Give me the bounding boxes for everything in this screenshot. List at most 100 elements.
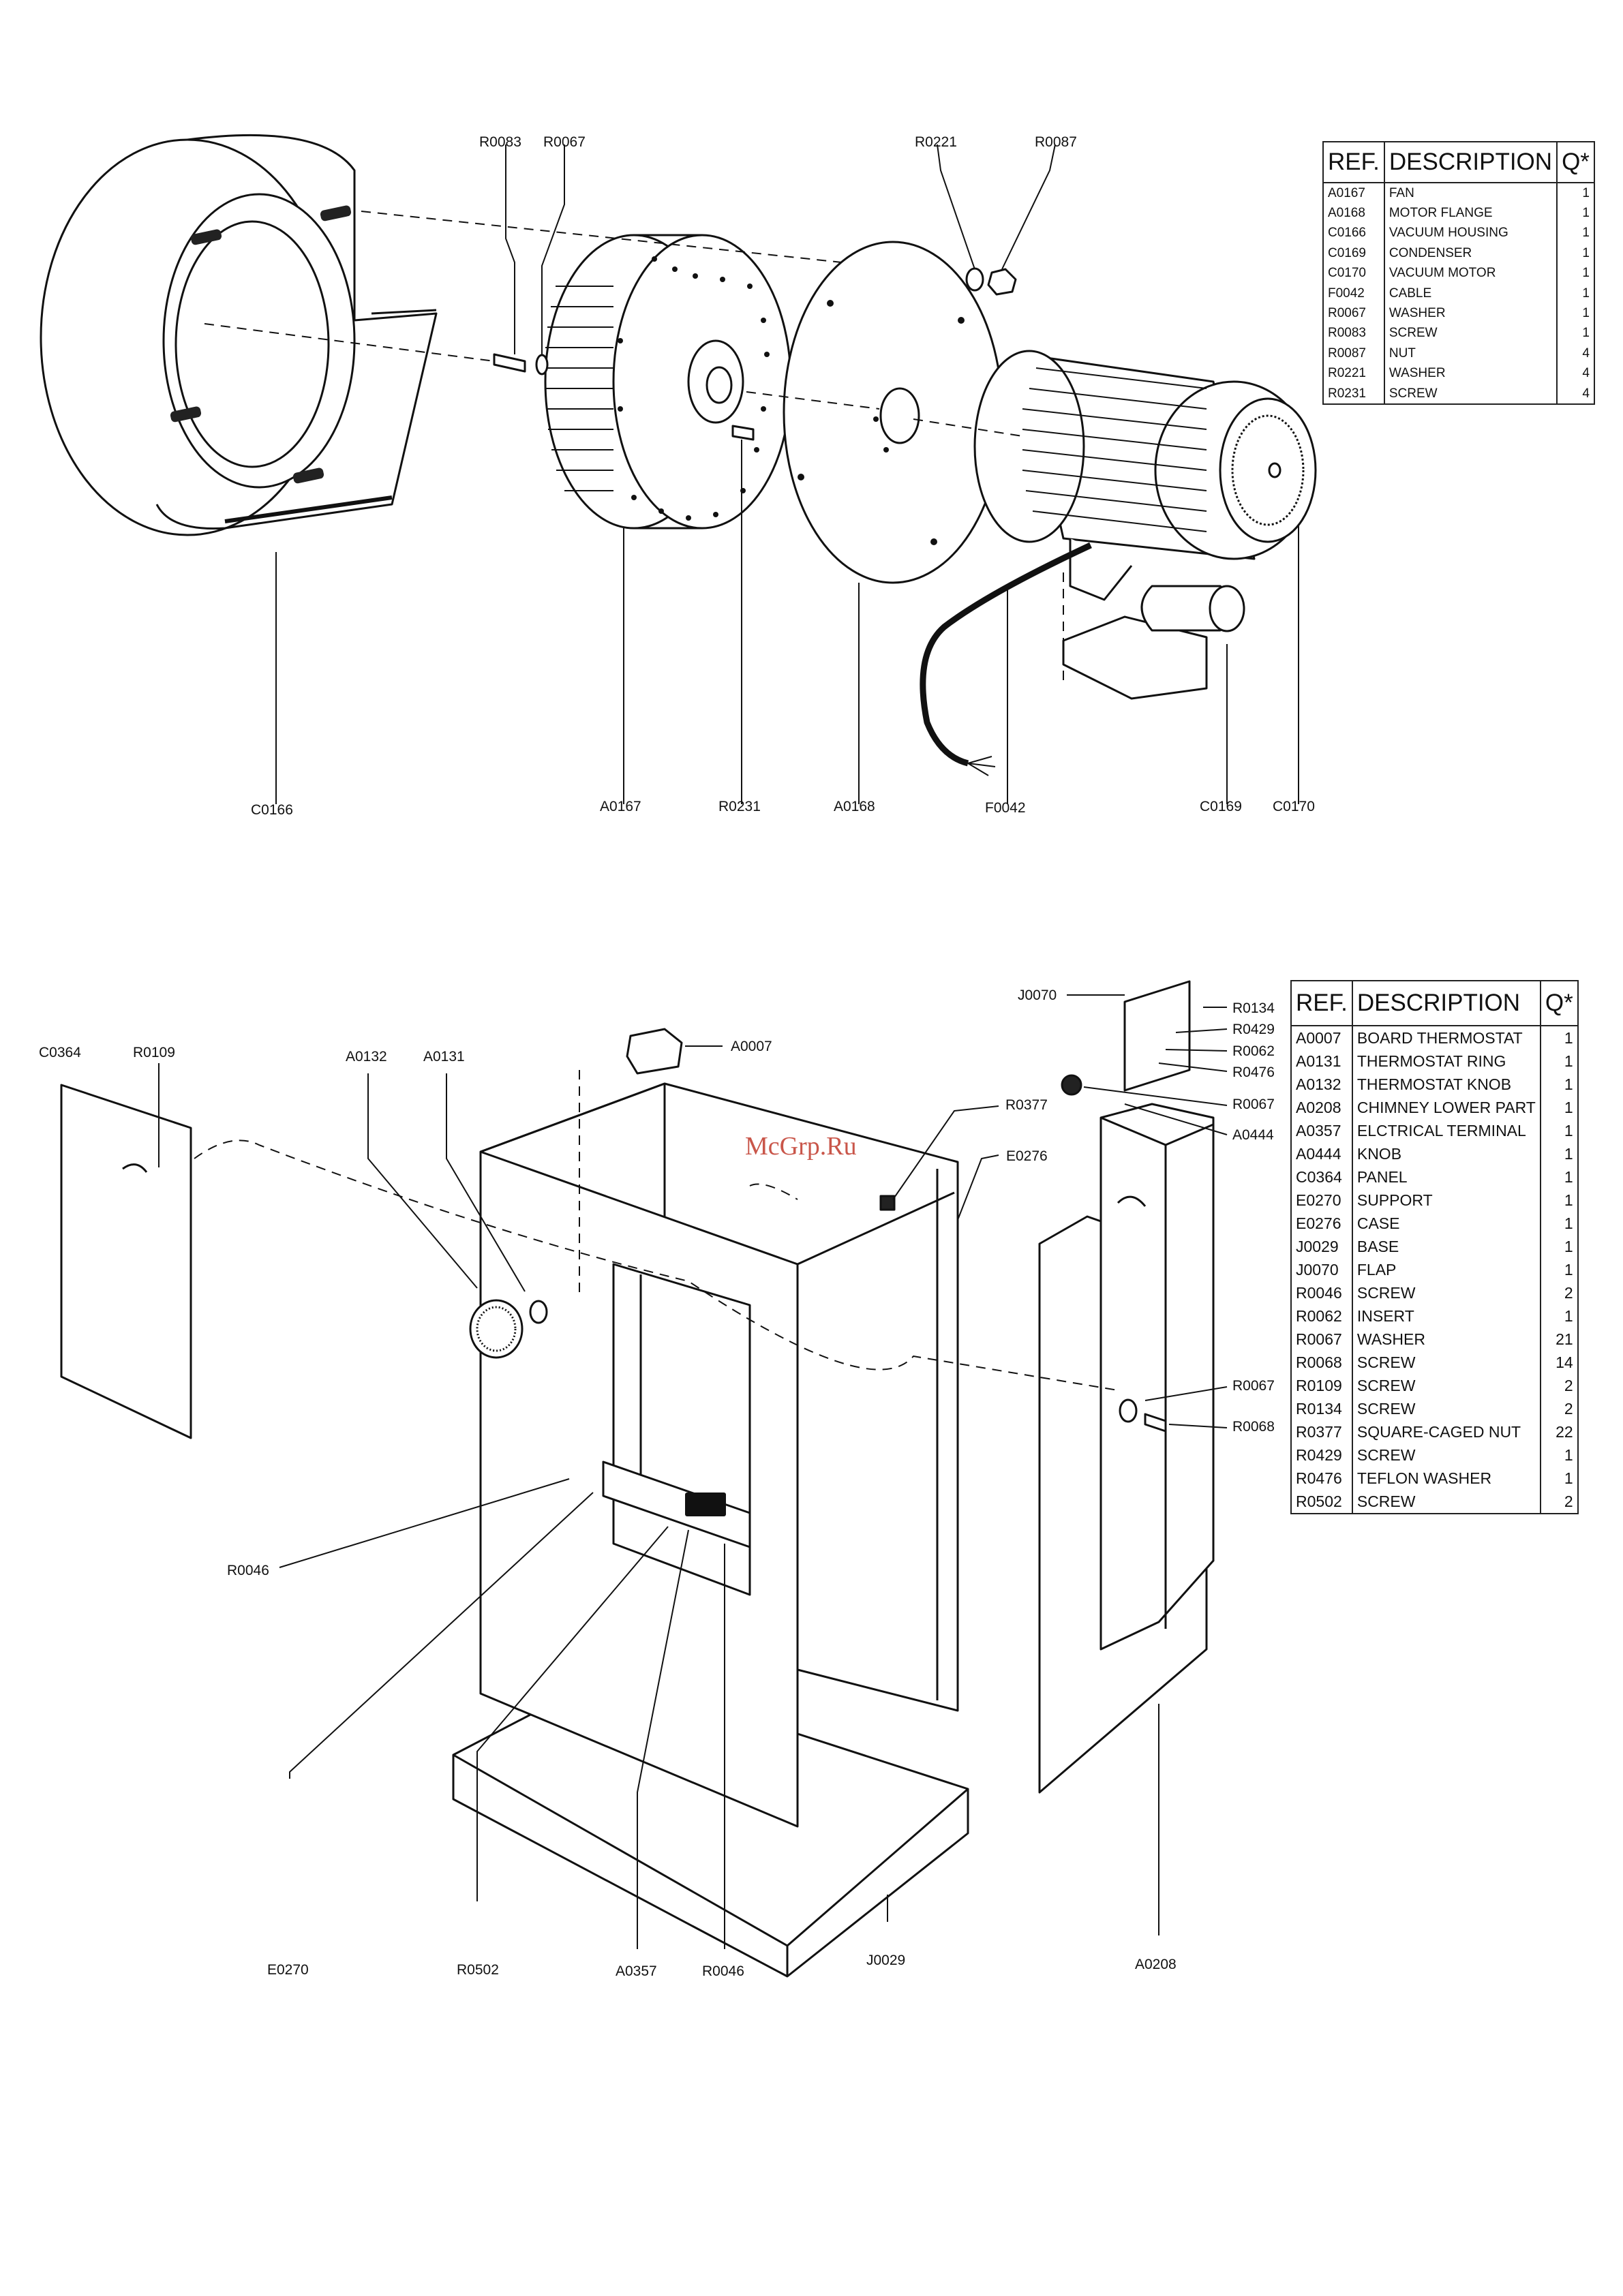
thermostat-ring-a0131: [529, 1300, 548, 1324]
callout-a0357: A0357: [616, 1963, 657, 1979]
cell-ref: C0170: [1322, 263, 1385, 284]
knob-a0444: [1061, 1074, 1082, 1096]
cell-description: CHIMNEY LOWER PART: [1351, 1096, 1541, 1119]
cell-qty: 1: [1556, 203, 1595, 224]
cell-description: SCREW: [1351, 1351, 1541, 1374]
cell-qty: 2: [1539, 1374, 1579, 1397]
callout-r0502: R0502: [457, 1962, 499, 1978]
col-ref: REF.: [1322, 141, 1385, 183]
cell-ref: R0087: [1322, 343, 1385, 364]
screw-r0068: [1144, 1413, 1167, 1433]
cell-description: CONDENSER: [1383, 243, 1558, 264]
cell-ref: R0429: [1290, 1443, 1353, 1467]
callout-r0231: R0231: [718, 799, 761, 814]
condenser-c0169: [1062, 585, 1245, 700]
cell-qty: 1: [1539, 1165, 1579, 1189]
cell-ref: R0067: [1290, 1328, 1353, 1351]
cell-ref: R0046: [1290, 1281, 1353, 1304]
cell-qty: 1: [1539, 1050, 1579, 1073]
cell-ref: C0166: [1322, 223, 1385, 244]
cell-description: SCREW: [1351, 1397, 1541, 1420]
cell-ref: A0007: [1290, 1026, 1353, 1050]
callout-r0068: R0068: [1232, 1419, 1275, 1435]
cell-qty: 1: [1539, 1304, 1579, 1328]
cell-description: SCREW: [1351, 1281, 1541, 1304]
cell-description: FLAP: [1351, 1258, 1541, 1281]
cell-description: SCREW: [1351, 1374, 1541, 1397]
callout-j0070: J0070: [1018, 988, 1057, 1003]
cell-ref: R0502: [1290, 1490, 1353, 1514]
cell-description: TEFLON WASHER: [1351, 1467, 1541, 1490]
cell-description: CABLE: [1383, 283, 1558, 304]
vacuum-housing-c0166: [40, 134, 438, 536]
cell-description: BOARD THERMOSTAT: [1351, 1026, 1541, 1050]
cell-qty: 1: [1539, 1212, 1579, 1235]
cell-qty: 1: [1539, 1119, 1579, 1142]
cell-ref: R0083: [1322, 323, 1385, 344]
col-description: DESCRIPTION: [1351, 980, 1541, 1026]
cell-qty: 1: [1539, 1443, 1579, 1467]
callout-r0087: R0087: [1035, 134, 1077, 150]
cell-description: WASHER: [1383, 363, 1558, 384]
cell-description: VACUUM HOUSING: [1383, 223, 1558, 244]
cell-qty: 4: [1556, 343, 1595, 364]
callout-a0007: A0007: [731, 1039, 772, 1054]
callout-r0067: R0067: [543, 134, 586, 150]
screw-r0083: [493, 353, 526, 373]
callout-r0067-lower: R0067: [1232, 1378, 1275, 1394]
cell-ref: R0068: [1290, 1351, 1353, 1374]
cell-ref: A0167: [1322, 183, 1385, 204]
nut-r0087: [987, 268, 1017, 296]
cell-qty: 21: [1539, 1328, 1579, 1351]
cell-ref: C0169: [1322, 243, 1385, 264]
cell-qty: 4: [1556, 383, 1595, 405]
cell-description: SCREW: [1383, 383, 1558, 405]
cell-ref: A0444: [1290, 1142, 1353, 1165]
square-caged-nut-r0377: [879, 1195, 896, 1211]
cell-qty: 14: [1539, 1351, 1579, 1374]
cell-qty: 1: [1539, 1142, 1579, 1165]
cell-description: WASHER: [1383, 303, 1558, 324]
cell-ref: J0070: [1290, 1258, 1353, 1281]
vacuum-motor-c0170: [973, 350, 1317, 601]
motor-flange-a0168: [783, 241, 1003, 584]
callout-a0132: A0132: [346, 1049, 387, 1065]
cell-description: THERMOSTAT KNOB: [1351, 1073, 1541, 1096]
cell-qty: 2: [1539, 1281, 1579, 1304]
table-header: REF. DESCRIPTION Q*: [1322, 141, 1595, 183]
cell-ref: A0168: [1322, 203, 1385, 224]
cell-qty: 1: [1556, 223, 1595, 244]
cell-qty: 1: [1539, 1189, 1579, 1212]
cell-ref: R0062: [1290, 1304, 1353, 1328]
col-description: DESCRIPTION: [1383, 141, 1558, 183]
washer-r0067-lower: [1119, 1398, 1138, 1423]
cell-description: BASE: [1351, 1235, 1541, 1258]
cell-ref: R0476: [1290, 1467, 1353, 1490]
callout-r0377: R0377: [1005, 1097, 1048, 1113]
callout-c0364: C0364: [39, 1045, 81, 1060]
callout-a0131: A0131: [423, 1049, 465, 1065]
callout-r0134: R0134: [1232, 1000, 1275, 1016]
cell-ref: A0132: [1290, 1073, 1353, 1096]
cell-qty: 2: [1539, 1397, 1579, 1420]
cell-description: SQUARE-CAGED NUT: [1351, 1420, 1541, 1443]
cell-description: ELCTRICAL TERMINAL: [1351, 1119, 1541, 1142]
